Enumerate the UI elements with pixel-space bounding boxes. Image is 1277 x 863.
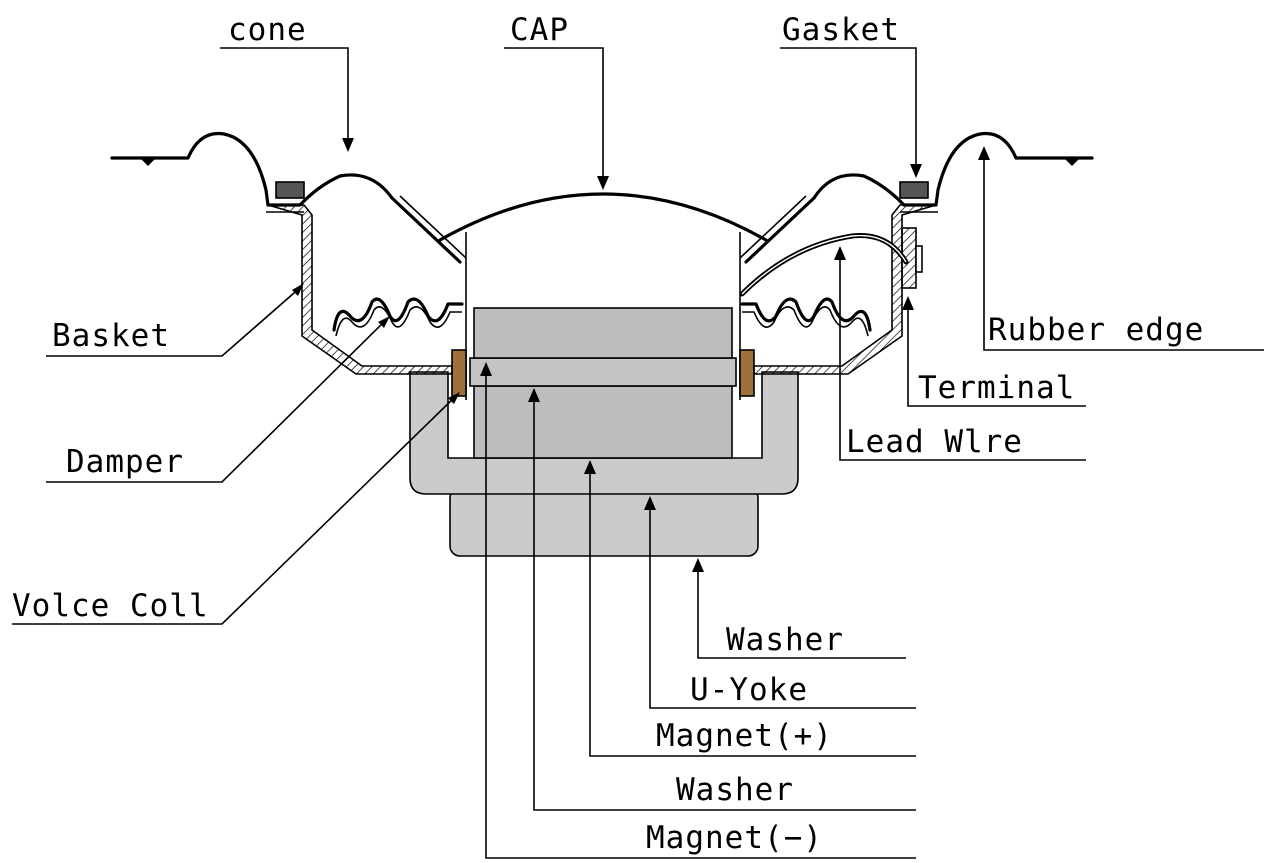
label-voice-coil: Volce Coll (12, 588, 209, 624)
washer-mid-part (469, 357, 737, 387)
leader-voice-coil (12, 393, 459, 625)
cone-right-line (744, 196, 816, 264)
leader-washer-bottom (697, 562, 906, 659)
label-washer-mid: Washer (676, 772, 794, 808)
label-washer-bottom: Washer (726, 622, 844, 658)
leader-basket (46, 285, 303, 357)
label-magnet-plus: Magnet(+) (656, 718, 833, 754)
leader-cone (220, 47, 349, 148)
gasket-left (275, 181, 305, 199)
label-magnet-minus: Magnet(−) (646, 820, 823, 856)
damper-right-inner (742, 306, 869, 337)
damper-right (740, 297, 872, 332)
damper-left (332, 297, 464, 332)
leader-cap (504, 47, 604, 186)
mount-tab-left (140, 158, 156, 166)
leader-terminal (907, 300, 1086, 407)
mount-tab-right (1064, 158, 1080, 166)
leader-washer-mid (533, 390, 916, 811)
label-lead-wire: Lead Wlre (846, 424, 1023, 460)
lead-wire-inner (741, 234, 907, 295)
label-damper: Damper (66, 444, 184, 480)
basket-left (267, 204, 453, 375)
surround-right (812, 131, 1094, 207)
label-cone: cone (228, 12, 307, 48)
cone-left-line (390, 196, 462, 264)
label-terminal: Terminal (918, 370, 1075, 406)
leader-gasket (780, 47, 917, 174)
voice-coil-left (451, 349, 467, 397)
leader-damper (46, 317, 389, 483)
leader-magnet-minus (485, 364, 916, 859)
magnet-minus-part (473, 385, 733, 459)
leader-u-yoke (649, 498, 916, 709)
cone-left-line2 (399, 195, 467, 259)
cone-right-line2 (739, 195, 807, 259)
leader-magnet-plus (589, 462, 916, 757)
damper-left-inner (335, 306, 462, 337)
magnet-plus-part (473, 307, 733, 359)
gasket-right (899, 181, 929, 199)
voice-coil-right (739, 349, 755, 397)
basket-right (753, 204, 937, 375)
leader-lead-wire (839, 250, 1086, 461)
label-gasket: Gasket (782, 12, 900, 48)
label-u-yoke: U-Yoke (690, 672, 808, 708)
cap-part (438, 192, 768, 242)
label-rubber-edge: Rubber edge (988, 312, 1204, 348)
label-cap: CAP (510, 12, 569, 48)
label-basket: Basket (52, 318, 170, 354)
surround-left (110, 131, 394, 207)
washer-bottom-part (449, 487, 759, 557)
terminal-tab (915, 245, 923, 273)
leader-rubber-edge (983, 150, 1264, 351)
